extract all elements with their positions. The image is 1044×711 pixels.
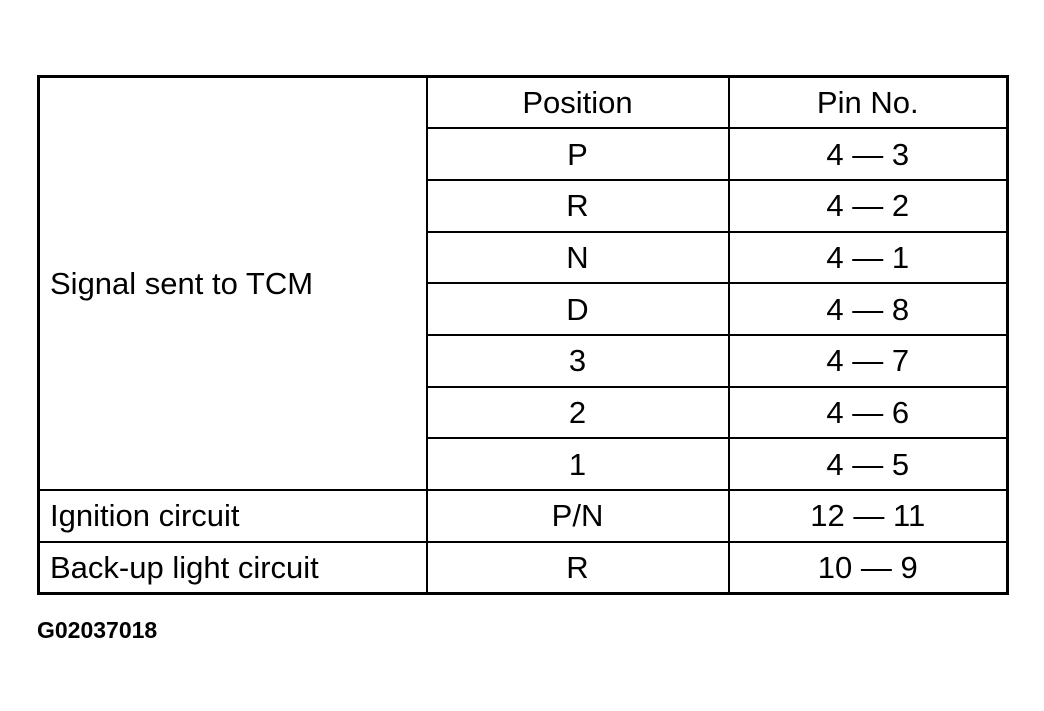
table-row: 1 4 — 5 xyxy=(39,437,1009,491)
pin-cell: 4 — 1 xyxy=(727,230,1009,285)
table-row: 3 4 — 7 xyxy=(39,333,1009,388)
header-pin: Pin No. xyxy=(727,75,1009,130)
pin-cell: 4 — 3 xyxy=(727,127,1009,181)
position-cell: D xyxy=(425,282,730,336)
header-position: Position xyxy=(425,75,730,130)
table-row: P 4 — 3 xyxy=(39,127,1009,181)
header-row: Signal sent to TCM Position Pin No. xyxy=(37,75,1009,491)
position-cell: R xyxy=(425,178,730,233)
ignition-position: P/N xyxy=(425,489,730,543)
pin-cell: 4 — 6 xyxy=(727,385,1009,440)
pin-table: Signal sent to TCM Position Pin No. P 4 … xyxy=(37,75,1009,595)
signal-group-label: Signal sent to TCM xyxy=(37,75,428,491)
ignition-row: Ignition circuit P/N 12 — 11 xyxy=(37,489,1009,543)
ignition-label: Ignition circuit xyxy=(37,489,428,543)
table-row: D 4 — 8 xyxy=(39,282,1009,336)
position-cell: 1 xyxy=(425,437,730,491)
backup-position: R xyxy=(425,540,730,595)
pin-cell: 4 — 5 xyxy=(727,437,1009,491)
figure-code: G02037018 xyxy=(37,617,158,643)
table-row: 2 4 — 6 xyxy=(39,385,1009,440)
table-row: R 4 — 2 xyxy=(39,178,1009,233)
position-cell: 2 xyxy=(425,385,730,440)
backup-pin: 10 — 9 xyxy=(727,540,1009,595)
pin-cell: 4 — 8 xyxy=(727,282,1009,336)
pin-cell: 4 — 7 xyxy=(727,333,1009,388)
backup-label: Back-up light circuit xyxy=(37,540,428,595)
position-cell: N xyxy=(425,230,730,285)
position-cell: P xyxy=(425,127,730,181)
backup-row: Back-up light circuit R 10 — 9 xyxy=(37,540,1009,595)
ignition-pin: 12 — 11 xyxy=(727,489,1009,543)
pin-cell: 4 — 2 xyxy=(727,178,1009,233)
position-cell: 3 xyxy=(425,333,730,388)
table-row: N 4 — 1 xyxy=(39,230,1009,285)
